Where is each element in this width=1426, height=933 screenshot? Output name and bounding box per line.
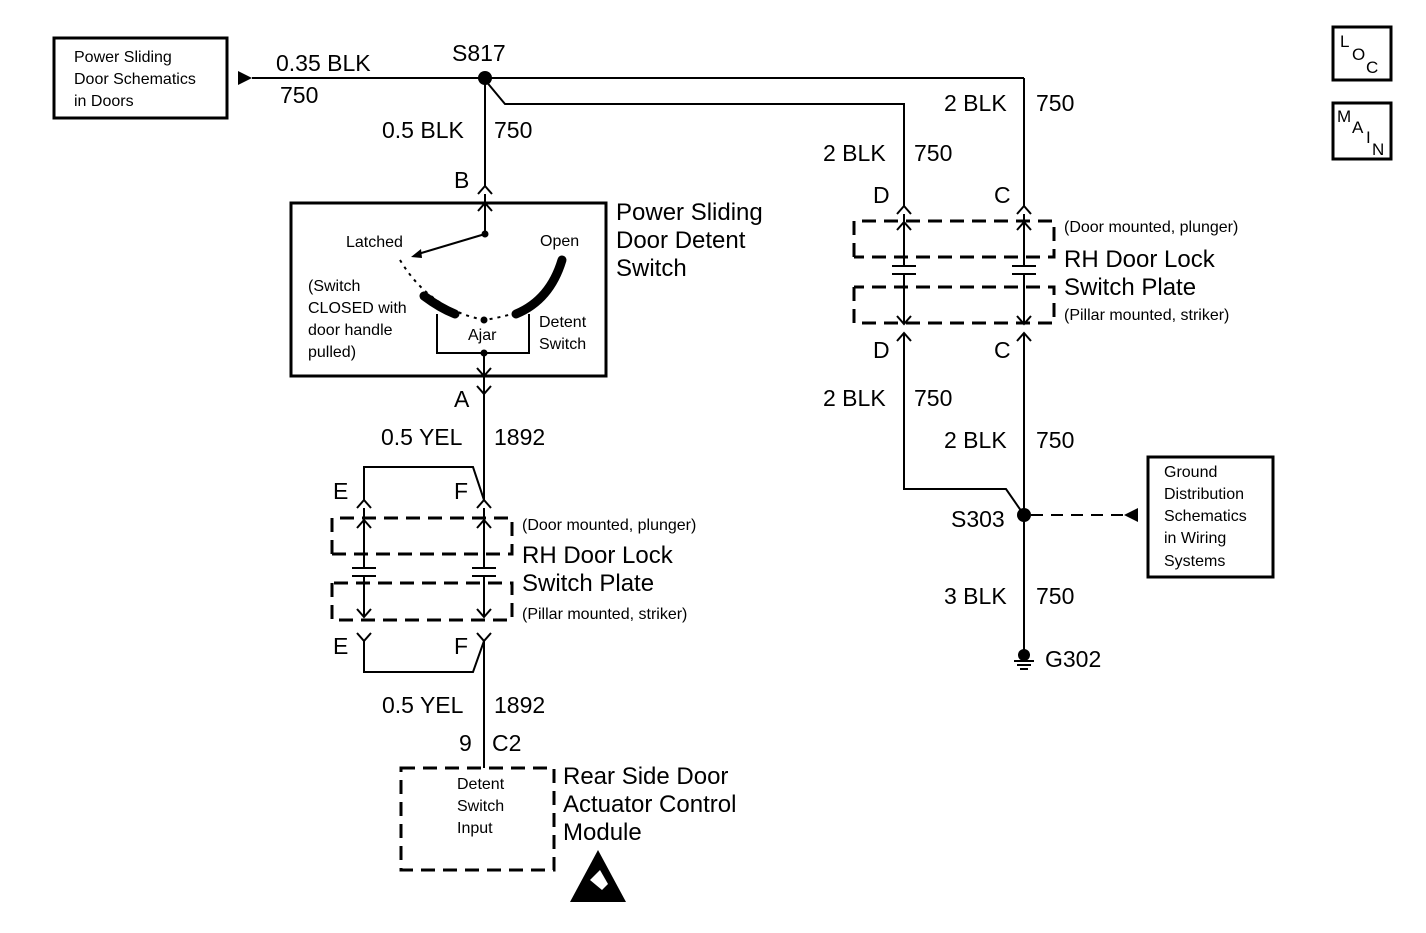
wiring bbox=[252, 77, 1025, 206]
module-input-label: Switch bbox=[457, 798, 504, 815]
module-input-label: Input bbox=[457, 820, 493, 837]
pin-a-label: A bbox=[454, 386, 470, 412]
wire-label: 2 BLK bbox=[823, 385, 886, 411]
wire-label: 750 bbox=[1036, 583, 1074, 609]
wire-label: 0.35 BLK bbox=[276, 50, 371, 76]
rh-lock-plate-title: RH Door Lock bbox=[1064, 246, 1216, 273]
pin-d-label: D bbox=[873, 337, 890, 363]
wire-label: 2 BLK bbox=[823, 140, 886, 166]
rh-lock-plate-title: RH Door Lock bbox=[522, 542, 674, 569]
detent-switch bbox=[289, 201, 608, 378]
pin-c-label: C bbox=[994, 337, 1011, 363]
switch-note: door handle bbox=[308, 322, 393, 339]
svg-text:M: M bbox=[1337, 107, 1351, 126]
switch-note: CLOSED with bbox=[308, 300, 407, 317]
wire-label: 2 BLK bbox=[944, 90, 1007, 116]
switch-note: pulled) bbox=[308, 344, 356, 361]
svg-text:I: I bbox=[1366, 128, 1371, 147]
module-title: Module bbox=[563, 819, 642, 846]
door-mounted-note: (Door mounted, plunger) bbox=[1064, 219, 1238, 236]
wire-label: 750 bbox=[914, 140, 952, 166]
wire-label: 3 BLK bbox=[944, 583, 1007, 609]
pillar-mounted-note: (Pillar mounted, striker) bbox=[522, 606, 687, 623]
svg-text:Distribution: Distribution bbox=[1164, 486, 1244, 503]
detent-switch-title: Switch bbox=[616, 255, 687, 282]
loc-button[interactable]: L O C bbox=[1331, 25, 1393, 82]
wire-label: 750 bbox=[1036, 90, 1074, 116]
pin-c-label: C bbox=[994, 182, 1011, 208]
svg-text:O: O bbox=[1352, 45, 1365, 64]
wire-label: 750 bbox=[494, 117, 532, 143]
module-input-label: Detent bbox=[457, 776, 505, 793]
door-mounted-note: (Door mounted, plunger) bbox=[522, 517, 696, 534]
svg-text:C: C bbox=[1366, 58, 1378, 77]
wire-label: 750 bbox=[914, 385, 952, 411]
wire-label: 750 bbox=[280, 82, 318, 108]
detent-label: Detent bbox=[539, 314, 587, 331]
rh-lock-plate-lower bbox=[330, 466, 514, 768]
connector-icon bbox=[477, 184, 493, 195]
module-title: Actuator Control bbox=[563, 791, 736, 818]
svg-text:Schematics: Schematics bbox=[1164, 508, 1247, 525]
wire-label: 1892 bbox=[494, 424, 545, 450]
ground-distribution-ref[interactable]: Ground Distribution Schematics in Wiring… bbox=[1146, 455, 1275, 579]
module-title: Rear Side Door bbox=[563, 763, 728, 790]
ajar-label: Ajar bbox=[468, 327, 497, 344]
rh-lock-plate-upper bbox=[852, 204, 1056, 652]
module-box bbox=[399, 766, 556, 872]
svg-text:Systems: Systems bbox=[1164, 553, 1225, 570]
svg-text:Ground: Ground bbox=[1164, 464, 1217, 481]
wire-label: 0.5 YEL bbox=[381, 424, 463, 450]
ground-symbol-icon bbox=[1014, 649, 1034, 670]
pin-f-label: F bbox=[454, 633, 468, 659]
ground-label: G302 bbox=[1045, 646, 1101, 672]
pin-d-label: D bbox=[873, 182, 890, 208]
module-pin-label: 9 bbox=[459, 730, 472, 756]
arrow-left-icon bbox=[1124, 508, 1138, 522]
wire-label: 2 BLK bbox=[944, 427, 1007, 453]
module-conn-label: C2 bbox=[492, 730, 521, 756]
svg-text:in Wiring: in Wiring bbox=[1164, 530, 1226, 547]
wire-label: 0.5 YEL bbox=[382, 692, 464, 718]
detent-switch-title: Power Sliding bbox=[616, 199, 763, 226]
wire-label: 0.5 BLK bbox=[382, 117, 464, 143]
svg-text:Power Sliding: Power Sliding bbox=[74, 49, 172, 66]
wire-label: 750 bbox=[1036, 427, 1074, 453]
pin-e-label: E bbox=[333, 633, 348, 659]
rh-lock-plate-title: Switch Plate bbox=[522, 570, 654, 597]
svg-text:Door Schematics: Door Schematics bbox=[74, 71, 196, 88]
rh-lock-plate-title: Switch Plate bbox=[1064, 274, 1196, 301]
wire-label: 1892 bbox=[494, 692, 545, 718]
esd-warning-icon bbox=[570, 850, 626, 902]
svg-text:L: L bbox=[1340, 32, 1349, 51]
svg-text:N: N bbox=[1372, 140, 1384, 159]
pin-f-label: F bbox=[454, 478, 468, 504]
pin-b-label: B bbox=[454, 167, 469, 193]
splice-s817 bbox=[478, 71, 492, 85]
splice-label-s303: S303 bbox=[951, 506, 1005, 532]
switch-note: (Switch bbox=[308, 278, 360, 295]
detent-switch-title: Door Detent bbox=[616, 227, 746, 254]
power-sliding-schematics-ref[interactable]: Power Sliding Door Schematics in Doors bbox=[52, 36, 229, 120]
arrow-right-icon bbox=[238, 71, 252, 85]
detent-label: Switch bbox=[539, 336, 586, 353]
svg-text:A: A bbox=[1352, 118, 1364, 137]
pillar-mounted-note: (Pillar mounted, striker) bbox=[1064, 307, 1229, 324]
splice-label-s817: S817 bbox=[452, 40, 506, 66]
splice-s303 bbox=[1017, 508, 1031, 522]
pin-e-label: E bbox=[333, 478, 348, 504]
main-button[interactable]: M A I N bbox=[1331, 101, 1393, 161]
svg-text:in Doors: in Doors bbox=[74, 93, 134, 110]
latched-label: Latched bbox=[346, 234, 403, 251]
open-label: Open bbox=[540, 233, 579, 250]
